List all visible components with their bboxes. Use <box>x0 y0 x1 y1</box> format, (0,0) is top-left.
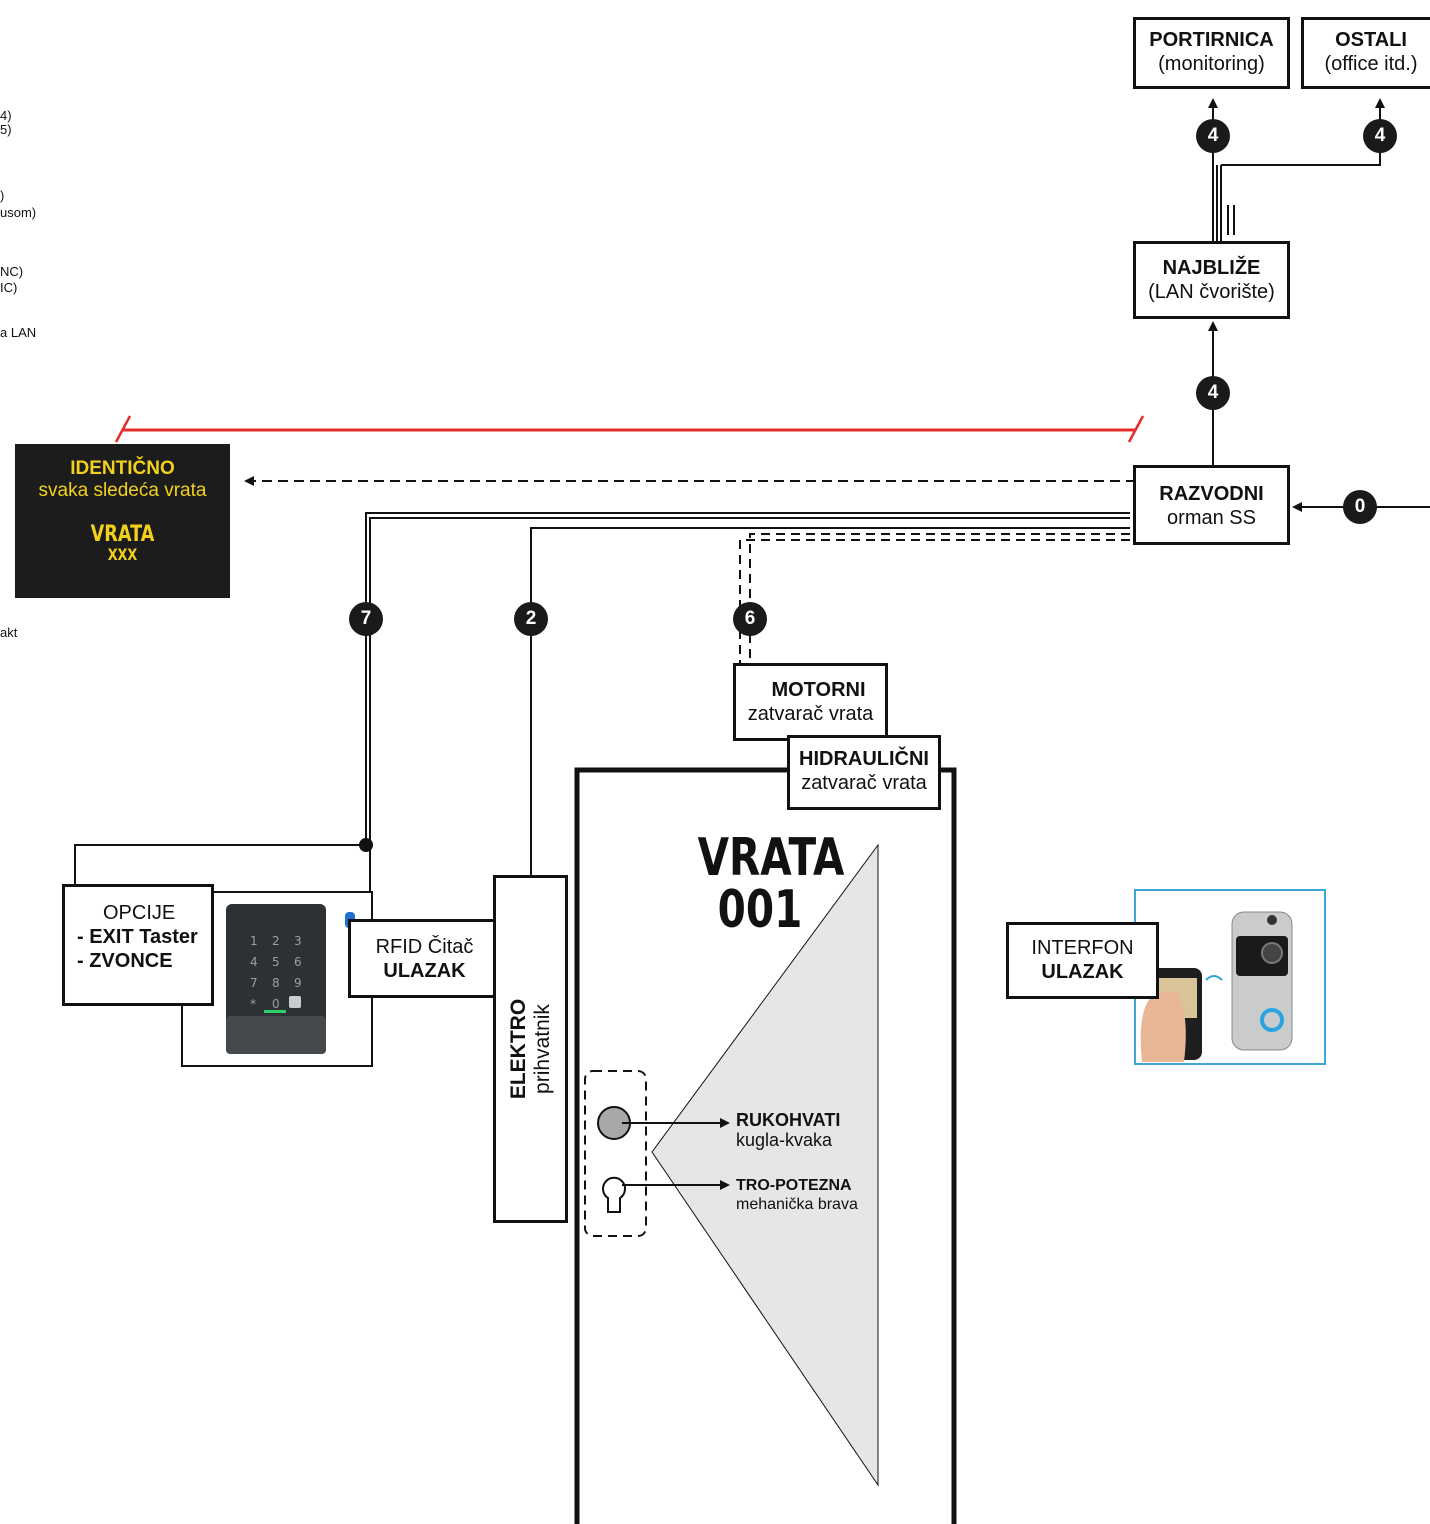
cable-routes <box>74 512 1130 932</box>
svg-text:3: 3 <box>294 934 302 948</box>
razvodni-title: RAZVODNI <box>1159 483 1264 505</box>
clipped-note: NC) <box>0 264 24 279</box>
svg-text:*: * <box>250 997 256 1011</box>
svg-text:1: 1 <box>250 934 258 948</box>
rukohvati-label: RUKOHVATI kugla-kvaka <box>736 1110 840 1150</box>
identicno-subtitle: svaka sledeća vrata <box>38 480 207 501</box>
badge-supply: 0 <box>1343 490 1377 524</box>
badge-najblize: 4 <box>1196 376 1230 410</box>
svg-text:9: 9 <box>294 976 302 990</box>
tropotezna-title: TRO-POTEZNA <box>736 1177 852 1194</box>
clipped-note: 5) <box>0 122 12 137</box>
ostali-subtitle: (office itd.) <box>1324 53 1418 75</box>
clipped-note: 4) <box>0 108 12 123</box>
door-swing <box>651 843 879 1487</box>
badge-elektro: 2 <box>514 602 548 636</box>
opcije-title: OPCIJE <box>103 902 176 924</box>
portirnica-subtitle: (monitoring) <box>1158 53 1265 75</box>
hidraulicni-subtitle: zatvarač vrata <box>801 772 927 794</box>
clipped-note: ) <box>0 188 5 203</box>
rfid-box: RFID Čitač ULAZAK <box>348 919 501 998</box>
identicno-door-number: XXX <box>107 545 138 564</box>
motorni-title: MOTORNI <box>771 679 866 701</box>
svg-text:5: 5 <box>272 955 280 969</box>
razvodni-subtitle: orman SS <box>1167 507 1256 529</box>
svg-text:0: 0 <box>272 997 280 1011</box>
rukohvati-subtitle: kugla-kvaka <box>736 1130 833 1150</box>
opcije-line1: - EXIT Taster <box>77 926 198 948</box>
portirnica-box: PORTIRNICA (monitoring) <box>1133 17 1290 89</box>
ostali-title: OSTALI <box>1335 29 1407 51</box>
ostali-box: OSTALI (office itd.) <box>1301 17 1430 89</box>
elektro-subtitle: prihvatnik <box>530 1004 554 1094</box>
identicno-title: IDENTIČNO <box>70 458 175 479</box>
rukohvati-title: RUKOHVATI <box>736 1110 841 1130</box>
dimension-line <box>114 415 1145 443</box>
elektro-box: ELEKTRO prihvatnik <box>493 875 568 1223</box>
svg-text:2: 2 <box>272 934 280 948</box>
interfon-title: INTERFON <box>1031 937 1134 959</box>
clipped-note: IC) <box>0 280 18 295</box>
keyhole-icon <box>602 1176 626 1213</box>
badge-rfid: 7 <box>349 602 383 636</box>
elektro-title: ELEKTRO <box>506 998 530 1100</box>
svg-text:6: 6 <box>294 955 302 969</box>
identicno-panel: IDENTIČNO svaka sledeća vrata VRATA XXX <box>15 444 230 598</box>
badge-portirnica: 4 <box>1196 119 1230 153</box>
motorni-box: MOTORNI zatvarač vrata <box>733 663 888 741</box>
interfon-subtitle: ULAZAK <box>1041 961 1124 983</box>
identicno-door-label: VRATA <box>90 522 155 547</box>
clipped-note: akt <box>0 625 18 640</box>
badge-ostali: 4 <box>1363 119 1397 153</box>
hidraulicni-title: HIDRAULIČNI <box>799 748 929 770</box>
svg-text:4: 4 <box>250 955 258 969</box>
hidraulicni-box: HIDRAULIČNI zatvarač vrata <box>787 735 941 810</box>
door-frame <box>574 767 957 1524</box>
door-title-line2: 001 <box>717 880 803 940</box>
badge-motorni: 6 <box>733 602 767 636</box>
interfon-box: INTERFON ULAZAK <box>1006 922 1159 999</box>
svg-text:8: 8 <box>272 976 280 990</box>
door-title: VRATA 001 <box>697 828 845 940</box>
door-title-line1: VRATA <box>697 828 845 888</box>
portirnica-title: PORTIRNICA <box>1149 29 1274 51</box>
doorbell-photo <box>1134 889 1326 1065</box>
tropotezna-label: TRO-POTEZNA mehanička brava <box>736 1176 858 1214</box>
rfid-title: RFID Čitač <box>375 936 474 958</box>
rfid-subtitle: ULAZAK <box>383 960 466 982</box>
najblize-subtitle: (LAN čvorište) <box>1148 281 1275 303</box>
najblize-box: NAJBLIŽE (LAN čvorište) <box>1133 241 1290 319</box>
opcije-box: OPCIJE - EXIT Taster - ZVONCE <box>62 884 214 1006</box>
tropotezna-subtitle: mehanička brava <box>736 1196 858 1213</box>
lock-area <box>584 1070 647 1237</box>
svg-text:7: 7 <box>250 976 258 990</box>
clipped-note: a LAN <box>0 325 37 340</box>
motorni-subtitle: zatvarač vrata <box>747 703 874 725</box>
razvodni-box: RAZVODNI orman SS <box>1133 465 1290 545</box>
opcije-line2: - ZVONCE <box>77 950 173 972</box>
najblize-title: NAJBLIŽE <box>1162 257 1261 279</box>
clipped-note: usom) <box>0 205 37 220</box>
